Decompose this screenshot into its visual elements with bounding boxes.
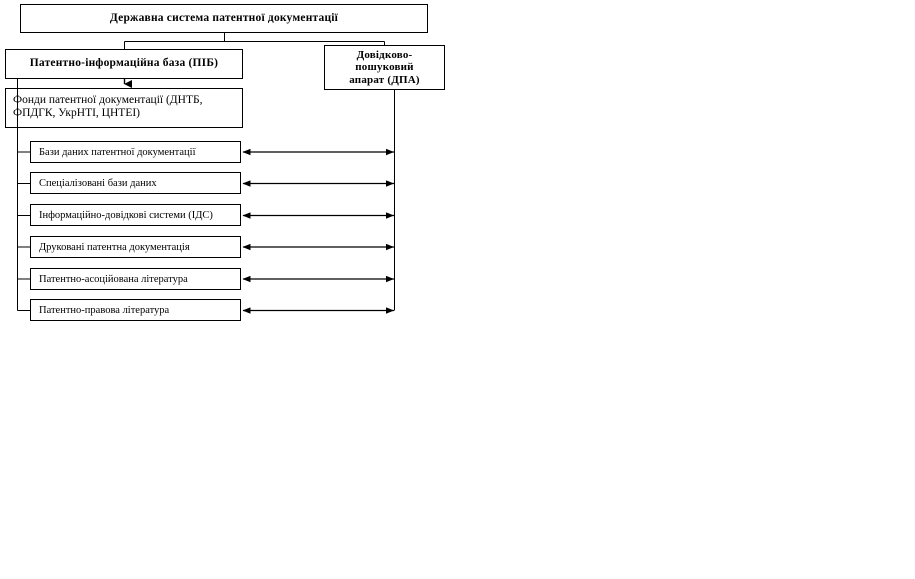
item-box-5: Патентно-правова література [30, 299, 241, 321]
branch-label-dpa-line1: Довідково- [356, 48, 413, 61]
branch-label-pib: Патентно-інформаційна база (ПІБ) [29, 57, 219, 70]
item-label-4: Патентно-асоційована література [39, 273, 188, 285]
item-box-4: Патентно-асоційована література [30, 268, 241, 290]
item-box-0: Бази даних патентної документації [30, 141, 241, 163]
branch-box-dpa: Довідково- пошуковий апарат (ДПА) [324, 45, 445, 90]
funds-line-2: ФПДГК, УкрНТІ, ЦНТЕІ) [13, 107, 140, 120]
item-label-2: Інформаційно-довідкові системи (ІДС) [39, 209, 213, 221]
branch-label-dpa-line2: пошуковий [355, 61, 414, 74]
root-title-box: Державна система патентної документації [20, 4, 428, 33]
branch-box-pib: Патентно-інформаційна база (ПІБ) [5, 49, 243, 79]
item-label-0: Бази даних патентної документації [39, 146, 196, 158]
item-label-3: Друковані патентна документація [39, 241, 190, 253]
item-box-2: Інформаційно-довідкові системи (ІДС) [30, 204, 241, 226]
item-box-3: Друковані патентна документація [30, 236, 241, 258]
item-box-1: Спеціалізовані бази даних [30, 172, 241, 194]
root-title-label: Державна система патентної документації [109, 11, 339, 24]
funds-box-text: Фонди патентної документації (ДНТБ, ФПДГ… [13, 94, 202, 120]
item-label-1: Спеціалізовані бази даних [39, 177, 157, 189]
item-label-5: Патентно-правова література [39, 304, 170, 316]
funds-line-1: Фонди патентної документації (ДНТБ, [13, 94, 203, 106]
branch-label-dpa-line3: апарат (ДПА) [349, 73, 420, 86]
funds-box: Фонди патентної документації (ДНТБ, ФПДГ… [5, 88, 243, 128]
